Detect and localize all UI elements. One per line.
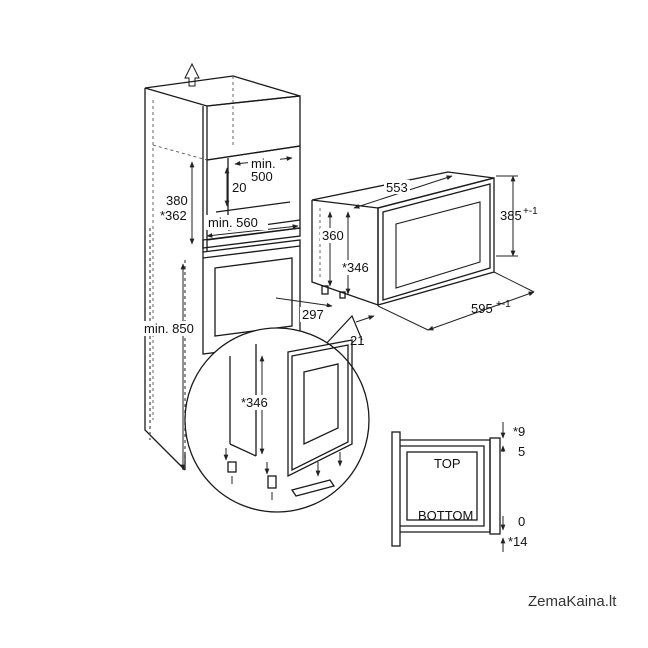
label-595-tol: +-1 <box>496 299 511 310</box>
label-section-0: 0 <box>518 514 525 529</box>
cabinet-top <box>144 75 301 107</box>
label-595: 595 <box>471 301 493 316</box>
label-360: 360 <box>322 228 344 243</box>
label-20: 20 <box>232 180 246 195</box>
section-labels: *9 5 0 *14 TOP BOTTOM <box>418 424 528 549</box>
label-detail-346: *346 <box>241 395 268 410</box>
label-346: *346 <box>342 260 369 275</box>
cabinet-hidden-lines <box>152 76 234 420</box>
label-385-tol: +-1 <box>523 206 538 217</box>
label-section-9: *9 <box>513 424 525 439</box>
label-min850: min. 850 <box>144 321 194 336</box>
ventilation-arrow-icon <box>184 62 200 87</box>
label-min500-b: 500 <box>251 169 273 184</box>
label-380: 380 <box>166 193 188 208</box>
label-top: TOP <box>434 456 461 471</box>
label-362: *362 <box>160 208 187 223</box>
label-section-5: 5 <box>518 444 525 459</box>
label-min560: min. 560 <box>208 215 258 230</box>
oven-front-frame <box>377 177 495 306</box>
watermark: ZemaKaina.lt <box>528 593 617 610</box>
detail-oven-front <box>287 339 353 478</box>
cabinet-left-side <box>144 88 186 471</box>
detail-circle <box>184 314 370 513</box>
label-bottom: BOTTOM <box>418 508 473 523</box>
cabinet-dimension-labels: min. 500 20 380 *362 min. 560 min. 850 <box>142 155 280 336</box>
oven-dimensions <box>275 175 535 331</box>
label-385: 385 <box>500 208 522 223</box>
oven-dimension-labels: 553 385 +-1 360 *346 595 +-1 297 21 <box>300 180 538 348</box>
detail-labels: *346 <box>240 395 272 410</box>
oven-window <box>395 201 481 289</box>
label-297: 297 <box>302 307 324 322</box>
cabinet-dimensions <box>180 156 299 471</box>
label-553: 553 <box>386 180 408 195</box>
label-min500-a: min. <box>251 156 276 171</box>
label-section-14: *14 <box>508 534 528 549</box>
section-view <box>391 431 501 547</box>
